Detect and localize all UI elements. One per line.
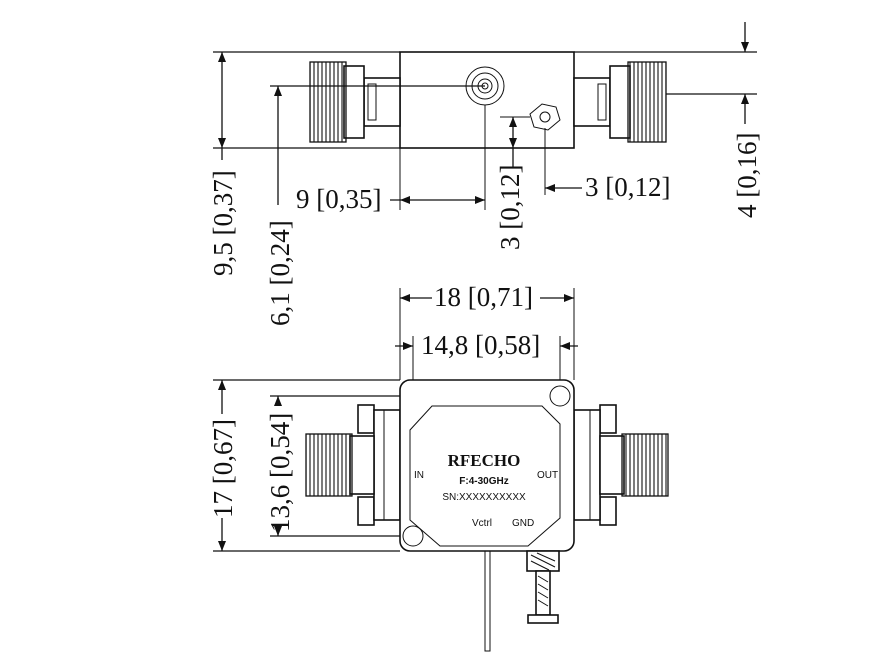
- in-label: IN: [414, 470, 424, 481]
- dim-height-total: 17 [0,67]: [208, 419, 238, 518]
- gnd-label: GND: [512, 518, 534, 529]
- vctrl-wire: [484, 550, 491, 652]
- mounting-hole-bottom-left: [402, 525, 424, 547]
- dim-side-height: 4 [0,16]: [732, 133, 762, 218]
- mounting-hole-top-right: [549, 385, 571, 407]
- dim-hole-pitch-y: 13,6 [0,54]: [265, 413, 295, 532]
- out-label: OUT: [537, 470, 558, 481]
- brand-label: RFECHO: [448, 451, 521, 470]
- side-view: 9 [0,35] 3 [0,12] 3 [0,12] 4 [0,16] 9,5 …: [208, 22, 762, 326]
- side-view-body: [399, 51, 575, 149]
- top-right-connector: [573, 404, 669, 526]
- top-view: 18 [0,71] 14,8 [0,58] 17 [0,67] 13,6 [0,…: [208, 282, 669, 652]
- dim-gnd-offset: 3 [0,12]: [585, 172, 670, 202]
- gnd-terminal: [526, 550, 560, 624]
- serial-label: SN:XXXXXXXXXX: [442, 492, 526, 503]
- dim-vctrl-offset: 3 [0,12]: [495, 165, 525, 250]
- label-plate: [409, 405, 561, 547]
- dim-body-length: 9 [0,35]: [296, 184, 381, 214]
- dim-hole-pitch-x: 14,8 [0,58]: [421, 330, 540, 360]
- side-left-connector: [309, 61, 401, 143]
- dim-total-height: 9,5 [0,37]: [208, 170, 238, 276]
- top-left-connector: [305, 404, 401, 526]
- dim-width-total: 18 [0,71]: [434, 282, 533, 312]
- vctrl-label: Vctrl: [472, 518, 492, 529]
- freq-label: F:4-30GHz: [459, 476, 508, 487]
- dim-connector-height: 6,1 [0,24]: [265, 220, 295, 326]
- side-right-connector: [573, 61, 667, 143]
- side-gnd-hex: [529, 103, 561, 131]
